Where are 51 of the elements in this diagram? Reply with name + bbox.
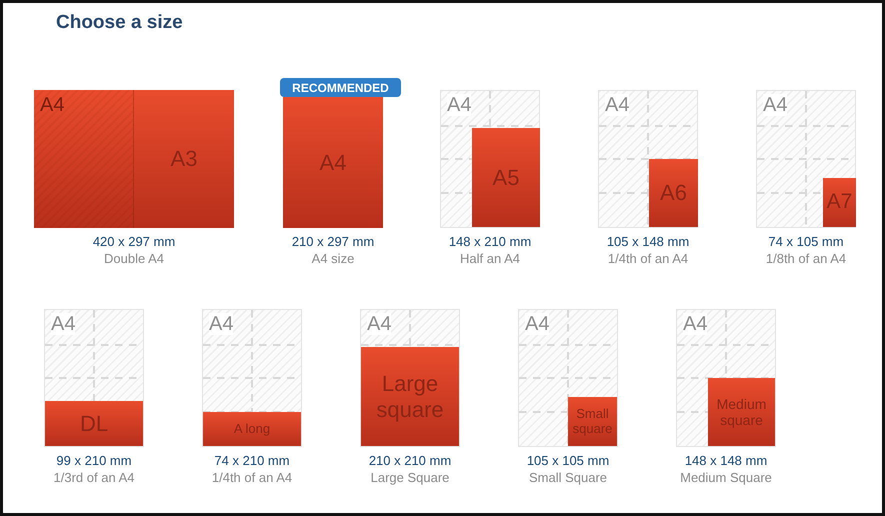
- size-description: 1/8th of an A4: [764, 250, 848, 267]
- a4-sheet: [44, 309, 144, 447]
- size-label: A3: [170, 147, 198, 172]
- paper-size-block: [34, 90, 234, 228]
- size-description: Half an A4: [459, 250, 521, 267]
- a4-sheet: [598, 90, 698, 228]
- paper-size-block: A5: [472, 128, 540, 227]
- size-dimensions: 74 x 210 mm: [213, 452, 291, 469]
- sheet-label: A4: [605, 94, 630, 116]
- a4-sheet: [756, 90, 856, 228]
- a4-sheet: [518, 309, 618, 447]
- paper-size-block: A6: [649, 159, 698, 227]
- size-description: Large Square: [370, 469, 450, 486]
- size-dimensions: 148 x 210 mm: [448, 233, 532, 250]
- paper-size-block: DL: [45, 401, 143, 446]
- size-dimensions: 210 x 297 mm: [290, 233, 376, 250]
- a4-sheet: [676, 309, 776, 447]
- sheet-label: A4: [525, 313, 550, 335]
- size-description: Medium Square: [679, 469, 773, 486]
- sheet-label: A4: [763, 94, 788, 116]
- paper-size-block: Large square: [361, 347, 459, 446]
- size-dimensions: 99 x 210 mm: [55, 452, 133, 469]
- size-description: Double A4: [103, 250, 165, 267]
- recommended-badge: RECOMMENDED: [280, 78, 401, 97]
- sheet-label: A4: [447, 94, 472, 116]
- a4-sheet: [440, 90, 540, 228]
- size-description: Small Square: [528, 469, 608, 486]
- size-description: 1/4th of an A4: [210, 469, 294, 486]
- paper-size-block: Small square: [568, 397, 617, 446]
- a4-sheet: [202, 309, 302, 447]
- paper-size-block: A4: [283, 97, 383, 228]
- size-dimensions: 420 x 297 mm: [92, 233, 176, 250]
- sheet-label: A4: [683, 313, 708, 335]
- paper-size-block: Medium square: [708, 378, 775, 446]
- hatched-half: [34, 90, 134, 228]
- size-description: 1/3rd of an A4: [52, 469, 136, 486]
- paper-size-block: A long: [203, 412, 301, 446]
- size-description: 1/4th of an A4: [606, 250, 690, 267]
- sheet-label: A4: [209, 313, 234, 335]
- size-dimensions: 105 x 148 mm: [606, 233, 690, 250]
- sheet-label: A4: [40, 94, 64, 116]
- sheet-label: A4: [367, 313, 392, 335]
- page-title: Choose a size: [56, 12, 183, 34]
- a4-sheet: [360, 309, 460, 447]
- size-description: A4 size: [310, 250, 356, 267]
- paper-size-block: A7: [823, 178, 856, 227]
- sheet-label: A4: [51, 313, 76, 335]
- size-dimensions: 74 x 105 mm: [767, 233, 845, 250]
- size-dimensions: 210 x 210 mm: [368, 452, 452, 469]
- size-dimensions: 148 x 148 mm: [684, 452, 768, 469]
- size-dimensions: 105 x 105 mm: [526, 452, 610, 469]
